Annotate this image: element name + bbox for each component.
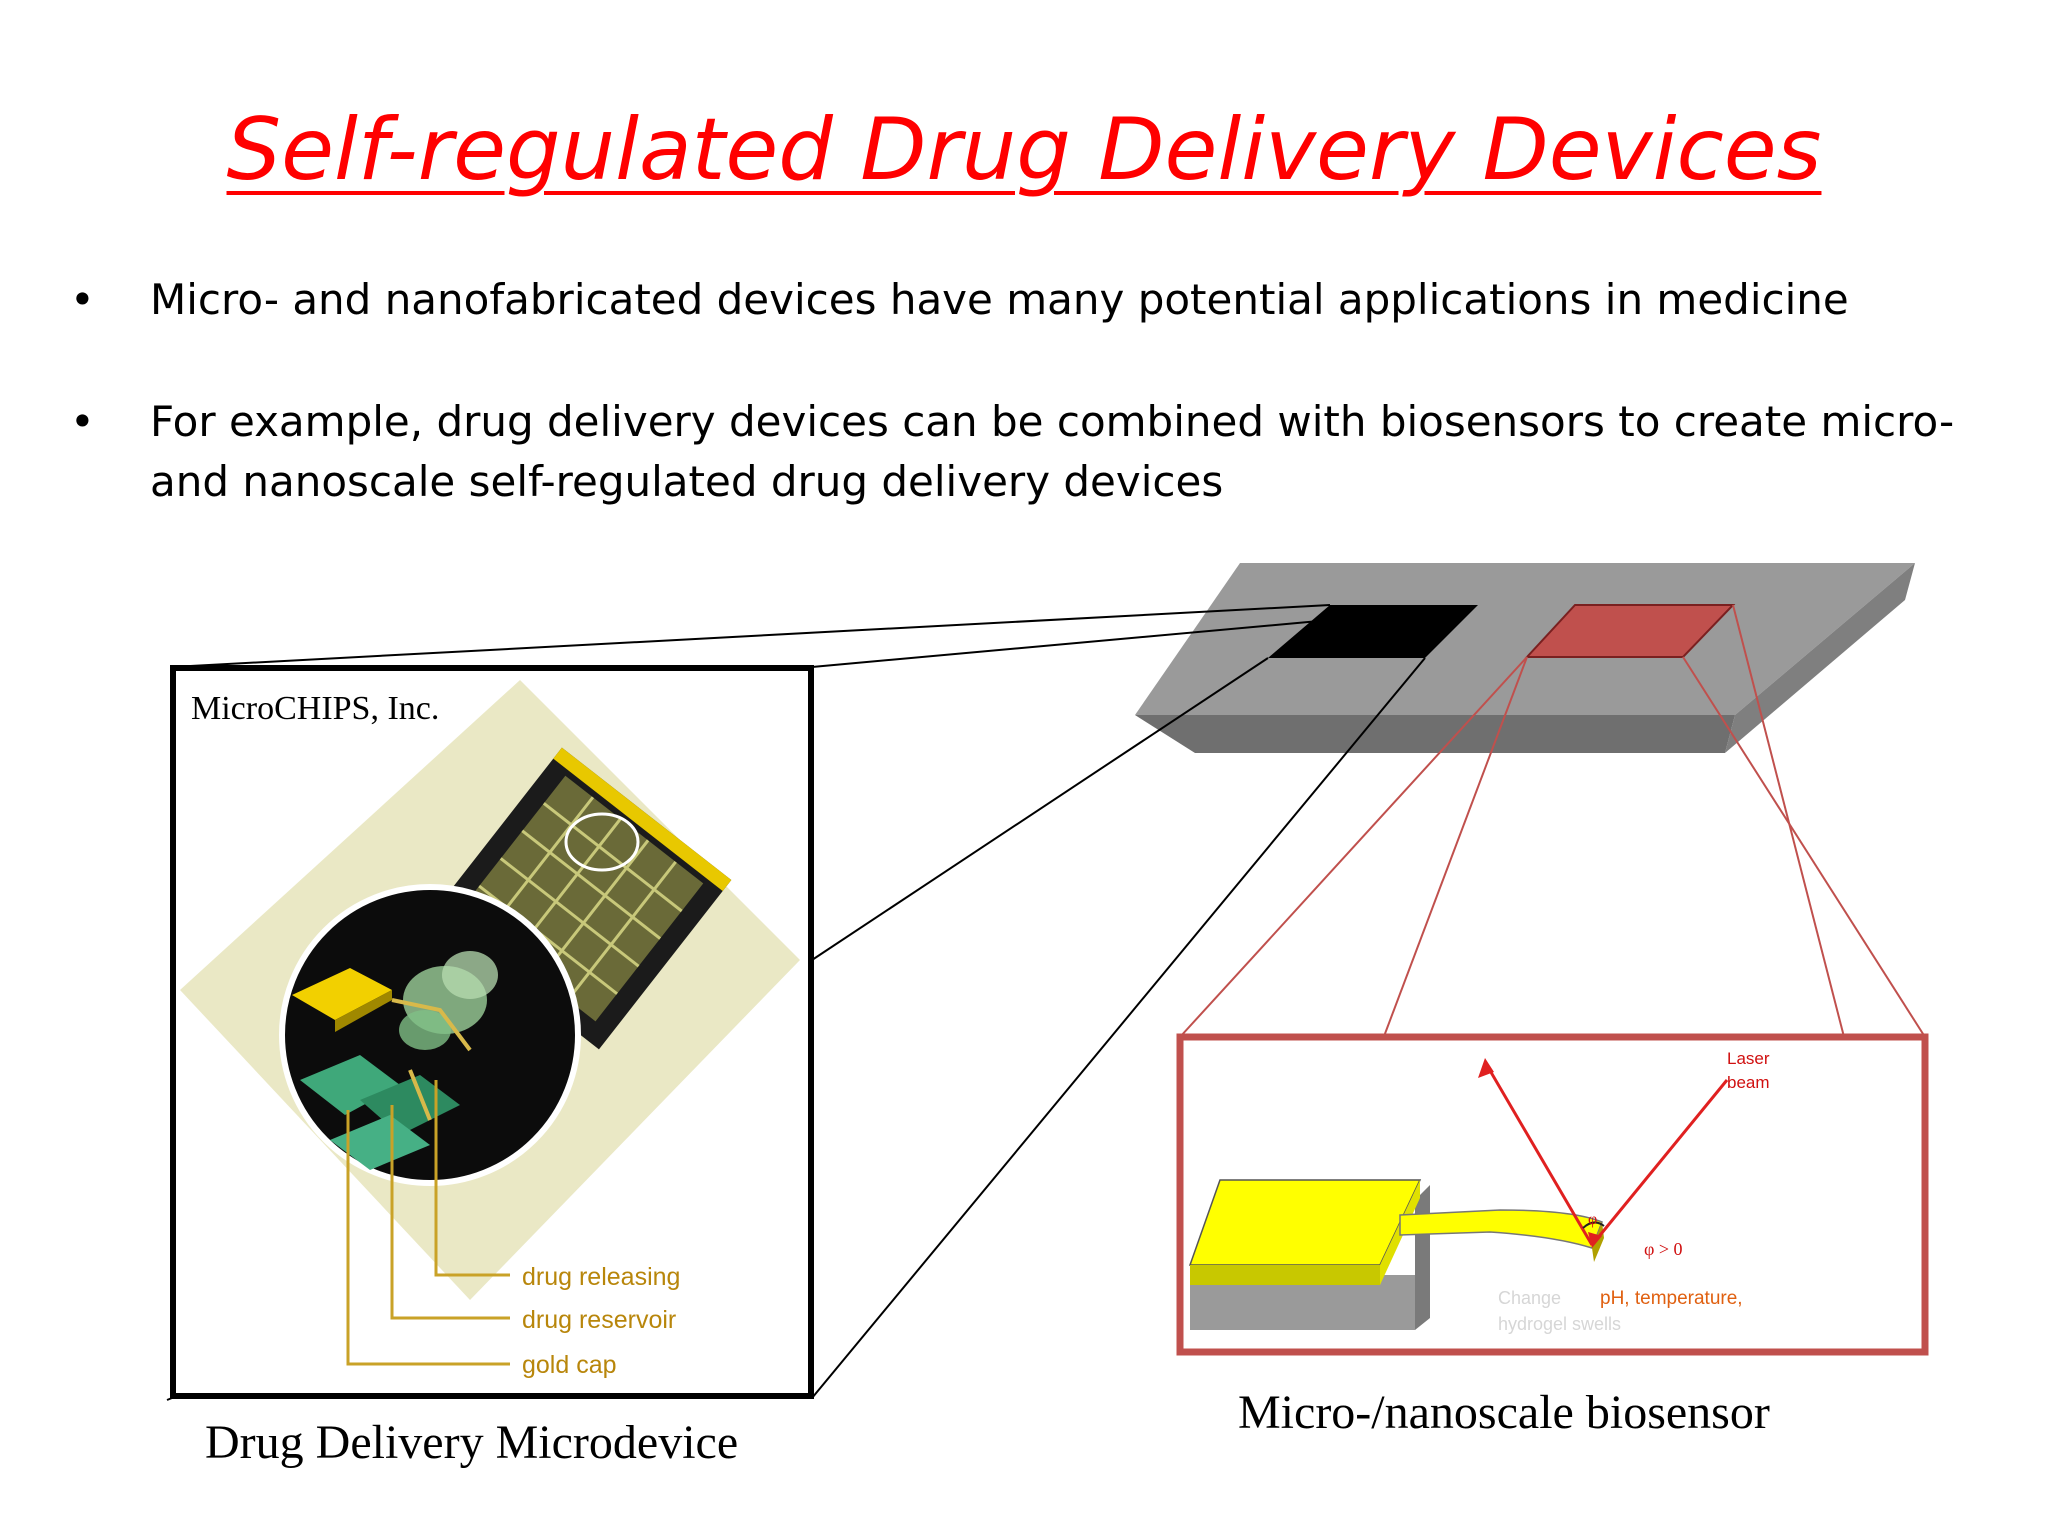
laser-label-line1: Laser: [1727, 1049, 1770, 1068]
callout-drug-reservoir: drug reservoir: [522, 1306, 676, 1334]
left-caption: Drug Delivery Microdevice: [205, 1416, 739, 1469]
phi-condition: φ > 0: [1644, 1239, 1683, 1259]
laser-arrow-icon: [1478, 1058, 1494, 1078]
magnified-view: [279, 884, 581, 1186]
bullet-marker: •: [70, 397, 95, 446]
slide-title: Self-regulated Drug Delivery Devices: [226, 100, 1822, 200]
company-label: MicroCHIPS, Inc.: [191, 690, 440, 727]
bullet-text: For example, drug delivery devices can b…: [150, 397, 1955, 506]
callout-leaders: [346, 1080, 510, 1366]
stimulus-text-left: Change: [1498, 1288, 1561, 1308]
phi-label: φ: [1588, 1211, 1597, 1228]
bullet-marker: •: [70, 275, 95, 324]
microchips-image: [170, 665, 814, 1399]
laser-beam: [1483, 1061, 1729, 1246]
laser-label-line2: beam: [1727, 1073, 1770, 1092]
stimulus-text-highlight: pH, temperature,: [1600, 1288, 1743, 1309]
biosensor-image: Laser beam φ φ > 0 Change pH, temperatur…: [1176, 1033, 1929, 1356]
bullet-text: Micro- and nanofabricated devices have m…: [150, 275, 1849, 324]
stimulus-text-line2: hydrogel swells: [1498, 1314, 1621, 1334]
zoom-lines-left: [166, 604, 1426, 1401]
chip-block: [1135, 563, 1915, 753]
callout-gold-cap: gold cap: [522, 1351, 617, 1379]
callout-drug-releasing: drug releasing: [522, 1263, 680, 1291]
drug-delivery-zone: [1268, 605, 1478, 658]
right-caption: Micro-/nanoscale biosensor: [1238, 1386, 1770, 1439]
